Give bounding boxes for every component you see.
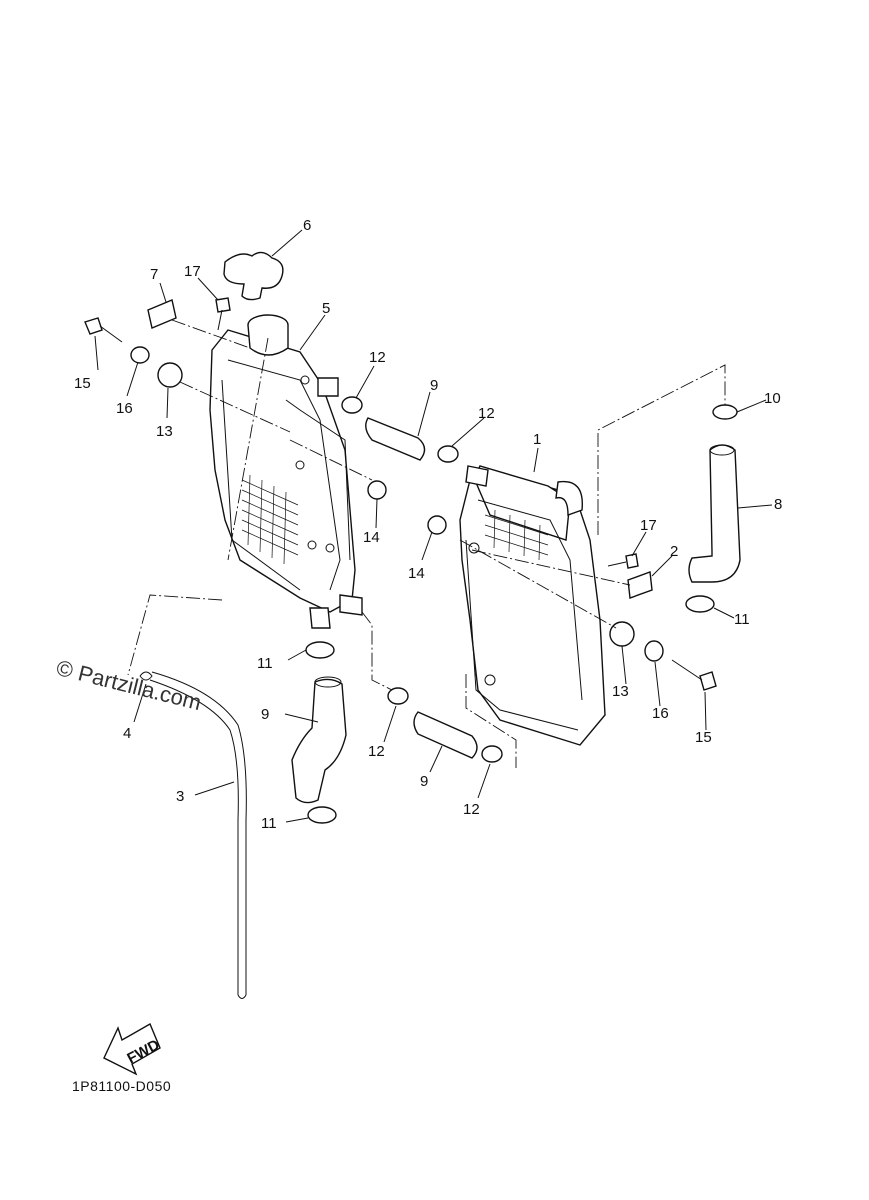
callout-2: 2 (670, 543, 678, 560)
callout-11: 10 (764, 390, 781, 407)
callout-11: 11 (734, 611, 750, 628)
callout-15: 15 (695, 729, 712, 746)
right-radiator-core-grid (484, 509, 549, 561)
leader-lines (94, 229, 773, 823)
callout-12: 12 (478, 405, 495, 422)
callout-12: 12 (368, 743, 385, 760)
callout-numbers: 6 7 17 5 15 16 13 12 9 12 1 14 14 10 8 1… (74, 217, 782, 832)
alignment-lines (127, 319, 726, 768)
left-radiator[interactable] (209, 314, 363, 629)
callout-14: 14 (408, 565, 425, 582)
forward-direction-arrow: FWD (103, 1022, 163, 1076)
callout-8: 8 (774, 496, 782, 513)
right-radiator[interactable] (459, 465, 606, 746)
callout-14: 14 (363, 529, 380, 546)
callout-9: 9 (420, 773, 428, 790)
callout-13: 13 (612, 683, 629, 700)
callout-13: 13 (156, 423, 173, 440)
callout-12: 12 (369, 349, 386, 366)
small-hardware (84, 297, 738, 824)
callout-15: 15 (74, 375, 91, 392)
radiator-cap[interactable] (223, 251, 284, 301)
callout-7: 7 (150, 266, 158, 283)
pipe-lower[interactable] (413, 711, 478, 759)
callout-4: 4 (123, 725, 131, 742)
callout-10: 9 (261, 706, 269, 723)
left-radiator-core-grid (241, 474, 299, 565)
callout-5: 5 (322, 300, 330, 317)
radiator-hose-upper[interactable] (688, 444, 741, 583)
callout-9: 9 (430, 377, 438, 394)
callout-17: 17 (184, 263, 201, 280)
diagram-code: 1P81100-D050 (72, 1078, 172, 1094)
breather-hose[interactable] (149, 679, 239, 995)
callout-6: 6 (303, 217, 311, 234)
pipe-upper[interactable] (365, 417, 426, 461)
callout-3: 3 (176, 788, 184, 805)
callout-1: 1 (533, 431, 541, 448)
callout-11: 11 (257, 655, 273, 672)
callout-16: 16 (116, 400, 133, 417)
callout-12: 12 (463, 801, 480, 818)
radiator-hose-bent[interactable] (291, 678, 347, 804)
callout-17: 17 (640, 517, 657, 534)
callout-16: 16 (652, 705, 669, 722)
callout-11: 11 (261, 815, 277, 832)
